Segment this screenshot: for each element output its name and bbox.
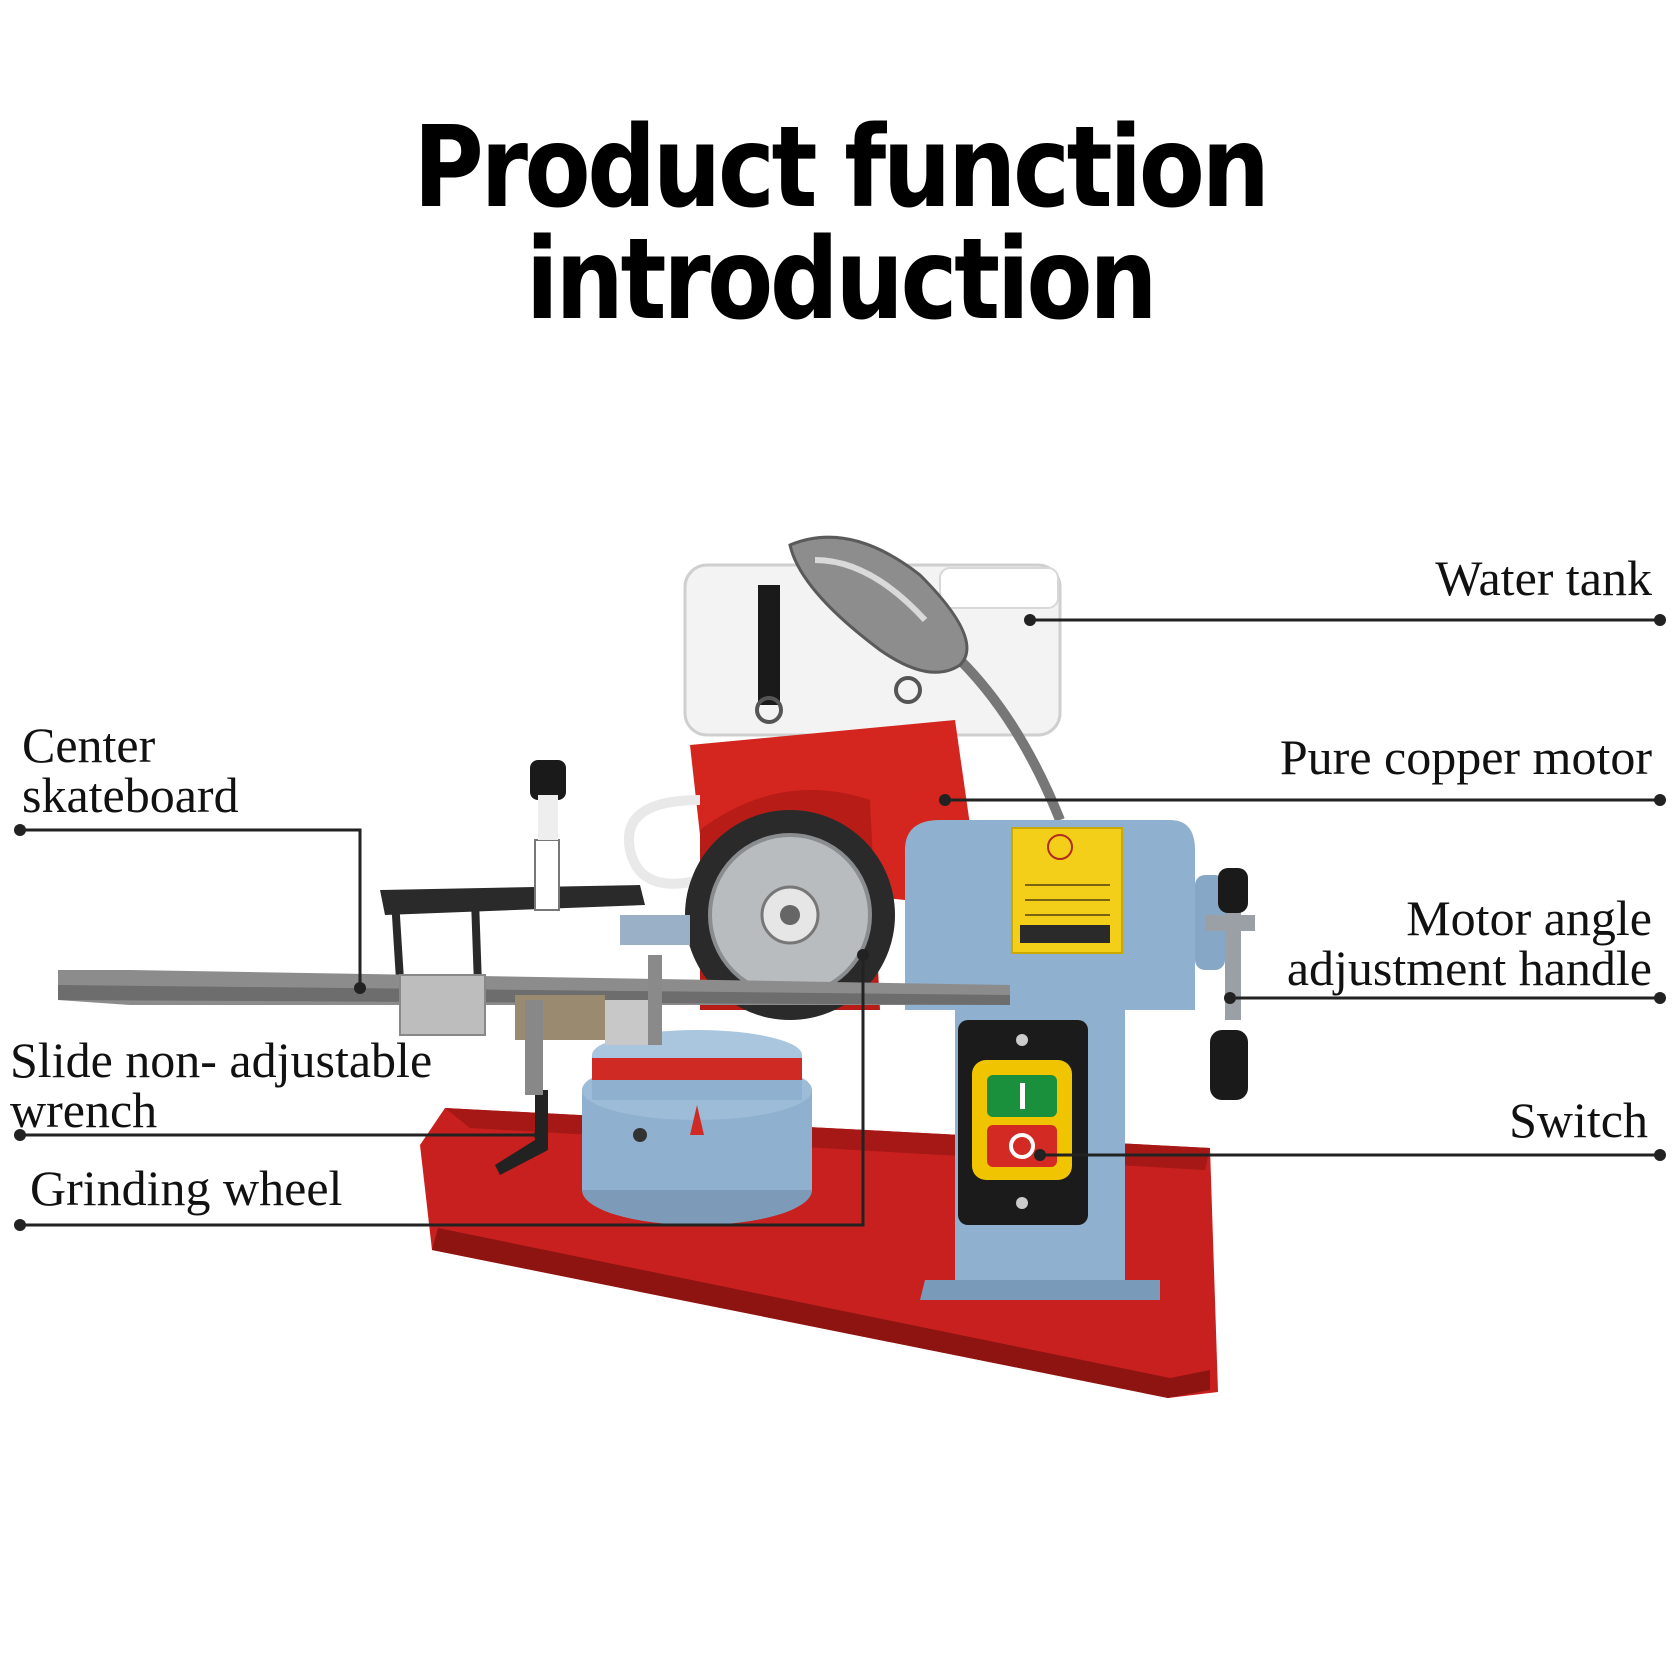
- label-motor-angle-line1: Motor angle: [1406, 890, 1652, 946]
- grinding-wheel: [685, 810, 895, 1020]
- label-water-tank: Water tank: [1435, 550, 1652, 606]
- work-lamp: [788, 535, 1065, 822]
- rotary-table: [582, 1030, 812, 1225]
- water-tank: [683, 563, 1062, 737]
- label-slide-line1: Slide non- adjustable: [10, 1032, 433, 1088]
- callout-lines: [20, 618, 1660, 1227]
- label-slide-line2: wrench: [10, 1082, 158, 1138]
- grinding-wheel-leader: [20, 955, 865, 1227]
- label-switch: Switch: [1509, 1092, 1648, 1148]
- callout-dots: [14, 614, 1666, 1231]
- label-motor-angle-adjustment-handle: Motor angle adjustment handle: [1287, 893, 1652, 993]
- coolant-hose: [623, 795, 702, 889]
- label-slide-non-adjustable-wrench: Slide non- adjustable wrench: [10, 1035, 432, 1135]
- center-skateboard-leader: [20, 828, 362, 988]
- label-grinding-wheel: Grinding wheel: [30, 1160, 343, 1216]
- label-center-line1: Center: [22, 717, 156, 773]
- page-title: Product function introduction: [413, 103, 1270, 345]
- label-center-skateboard: Center skateboard: [22, 720, 239, 820]
- angle-adjustment-handle: [1205, 868, 1255, 1100]
- power-switch: [958, 1020, 1088, 1225]
- label-motor-angle-line2: adjustment handle: [1286, 940, 1652, 996]
- label-pure-copper-motor: Pure copper motor: [1279, 729, 1652, 785]
- slide-assembly: [58, 760, 1010, 1175]
- label-center-line2: skateboard: [22, 767, 239, 823]
